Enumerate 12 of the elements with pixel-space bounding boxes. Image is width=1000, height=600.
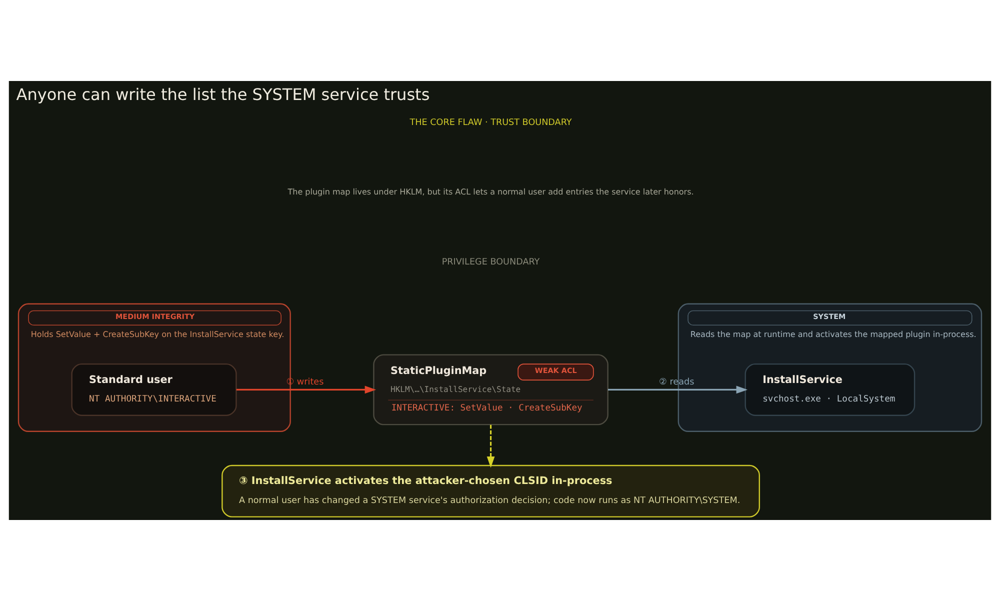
node-box: ③ InstallService activates the attacker-chosen CLSID in-process A normal user has changed a SYSTEM service's authorization decision; code now runs as NT AUTHORITY\SYSTEM.	[222, 464, 760, 517]
node-box: InstallService svchost.exe · LocalSystem	[744, 362, 916, 416]
label: PRIVILEGE BOUNDARY	[442, 256, 540, 267]
label: THE CORE FLAW · TRUST BOUNDARY	[410, 117, 572, 128]
arrow	[236, 385, 376, 394]
label: The plugin map lives under HKLM, but its ACL lets a normal user add entries the service later honors.	[288, 186, 694, 196]
arrow	[486, 424, 495, 468]
node-box: StaticPluginMap WEAK ACL HKLM\…\InstallService\State INTERACTIVE: SetValue · CreateSubKey	[373, 354, 608, 425]
edge-label: ② reads	[659, 377, 694, 388]
arrow	[608, 385, 748, 394]
diagram-title: Anyone can write the list the SYSTEM service trusts	[16, 84, 430, 104]
node-box: Standard user NT AUTHORITY\INTERACTIVE	[71, 362, 237, 416]
